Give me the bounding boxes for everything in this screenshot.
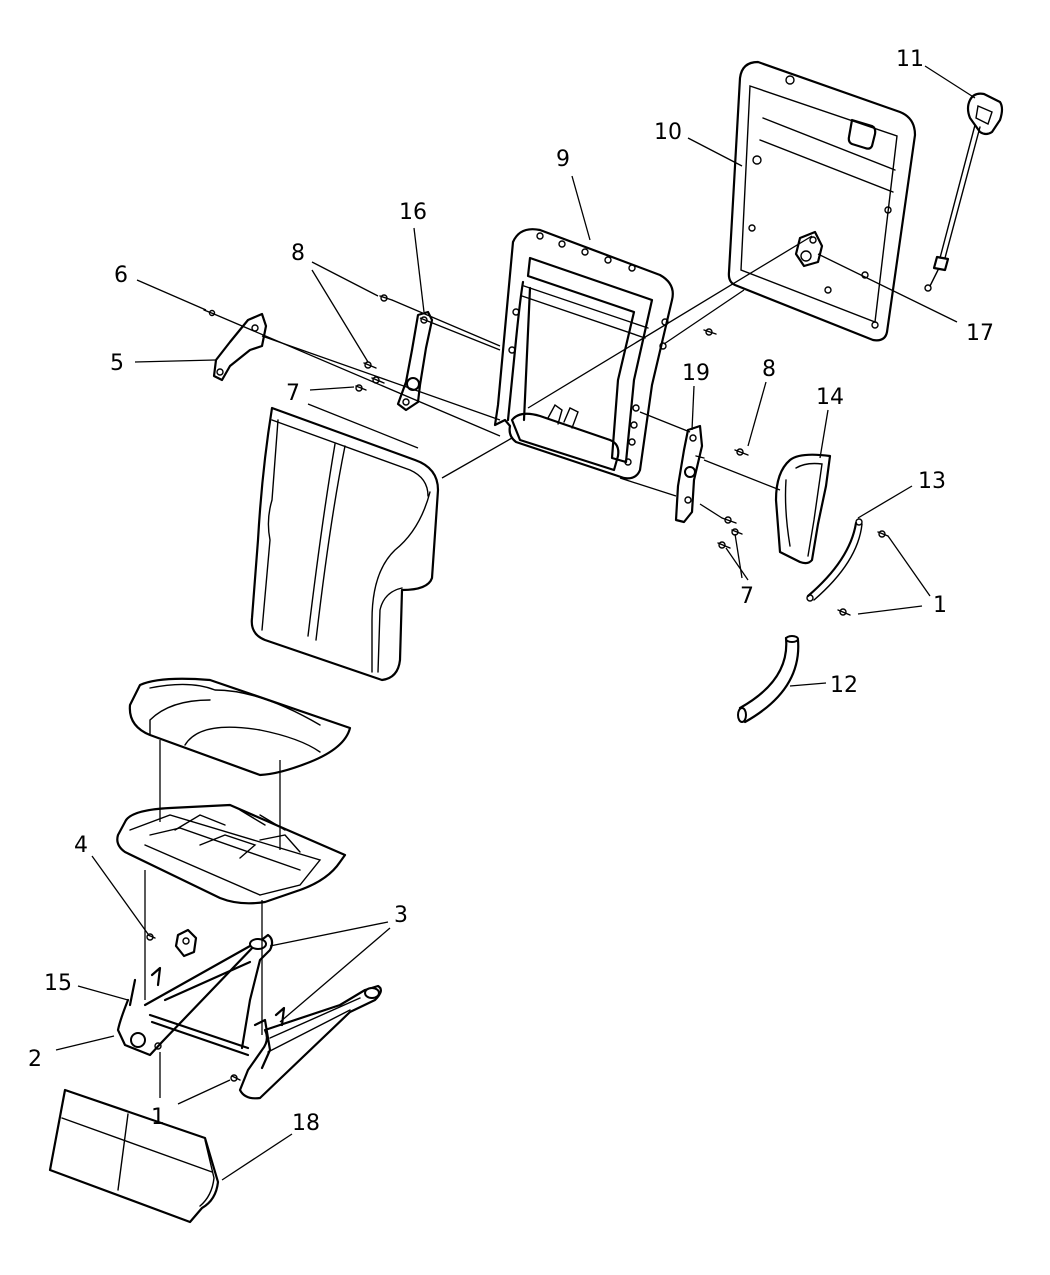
callout-6: 6 bbox=[114, 263, 128, 288]
part-11-release-cable bbox=[924, 92, 1004, 292]
callout-14: 14 bbox=[816, 385, 844, 410]
callout-13: 13 bbox=[918, 469, 946, 494]
fasteners-left-group bbox=[355, 294, 393, 392]
callout-16: 16 bbox=[399, 200, 427, 225]
callout-17: 17 bbox=[966, 321, 994, 346]
callout-2: 2 bbox=[28, 1047, 42, 1072]
seat-pan bbox=[116, 803, 347, 905]
part-18-front-valance bbox=[48, 1088, 220, 1224]
part-13-wire bbox=[806, 518, 863, 602]
seatback-cushion bbox=[250, 406, 440, 682]
callout-1-right: 1 bbox=[933, 593, 947, 618]
part-5-pivot-bracket bbox=[212, 312, 268, 382]
callout-3: 3 bbox=[394, 903, 408, 928]
callout-5: 5 bbox=[110, 351, 124, 376]
part-16-hinge-bracket bbox=[396, 310, 434, 412]
callout-4: 4 bbox=[74, 833, 88, 858]
callout-leaders bbox=[55, 65, 976, 1181]
callout-7-right: 7 bbox=[740, 584, 754, 609]
callout-10: 10 bbox=[654, 120, 682, 145]
part-17-knob bbox=[794, 230, 824, 268]
part-1-screws-right bbox=[837, 530, 889, 616]
callout-15: 15 bbox=[44, 971, 72, 996]
callout-8-left: 8 bbox=[291, 241, 305, 266]
part-12-tube bbox=[737, 635, 800, 724]
callout-8-right: 8 bbox=[762, 357, 776, 382]
callout-1-left: 1 bbox=[151, 1105, 165, 1130]
callout-18: 18 bbox=[292, 1111, 320, 1136]
part-9-seatback-frame bbox=[493, 228, 674, 480]
part-10-back-panel bbox=[727, 60, 917, 342]
callout-12: 12 bbox=[830, 673, 858, 698]
part-6-screw bbox=[203, 309, 216, 317]
callout-11: 11 bbox=[896, 47, 924, 72]
callout-7-left: 7 bbox=[286, 381, 300, 406]
part-14-side-cover bbox=[774, 453, 832, 565]
part-19-right-hinge bbox=[674, 424, 705, 524]
callout-19: 19 bbox=[682, 361, 710, 386]
callout-9: 9 bbox=[556, 147, 570, 172]
callout-labels: 11 10 9 16 8 6 5 7 17 19 8 14 13 7 1 12 … bbox=[28, 47, 994, 1136]
seat-cushion bbox=[128, 677, 352, 777]
assembly-lines bbox=[144, 235, 813, 1035]
seat-riser bbox=[116, 928, 382, 1100]
fasteners-right-group bbox=[703, 328, 749, 549]
